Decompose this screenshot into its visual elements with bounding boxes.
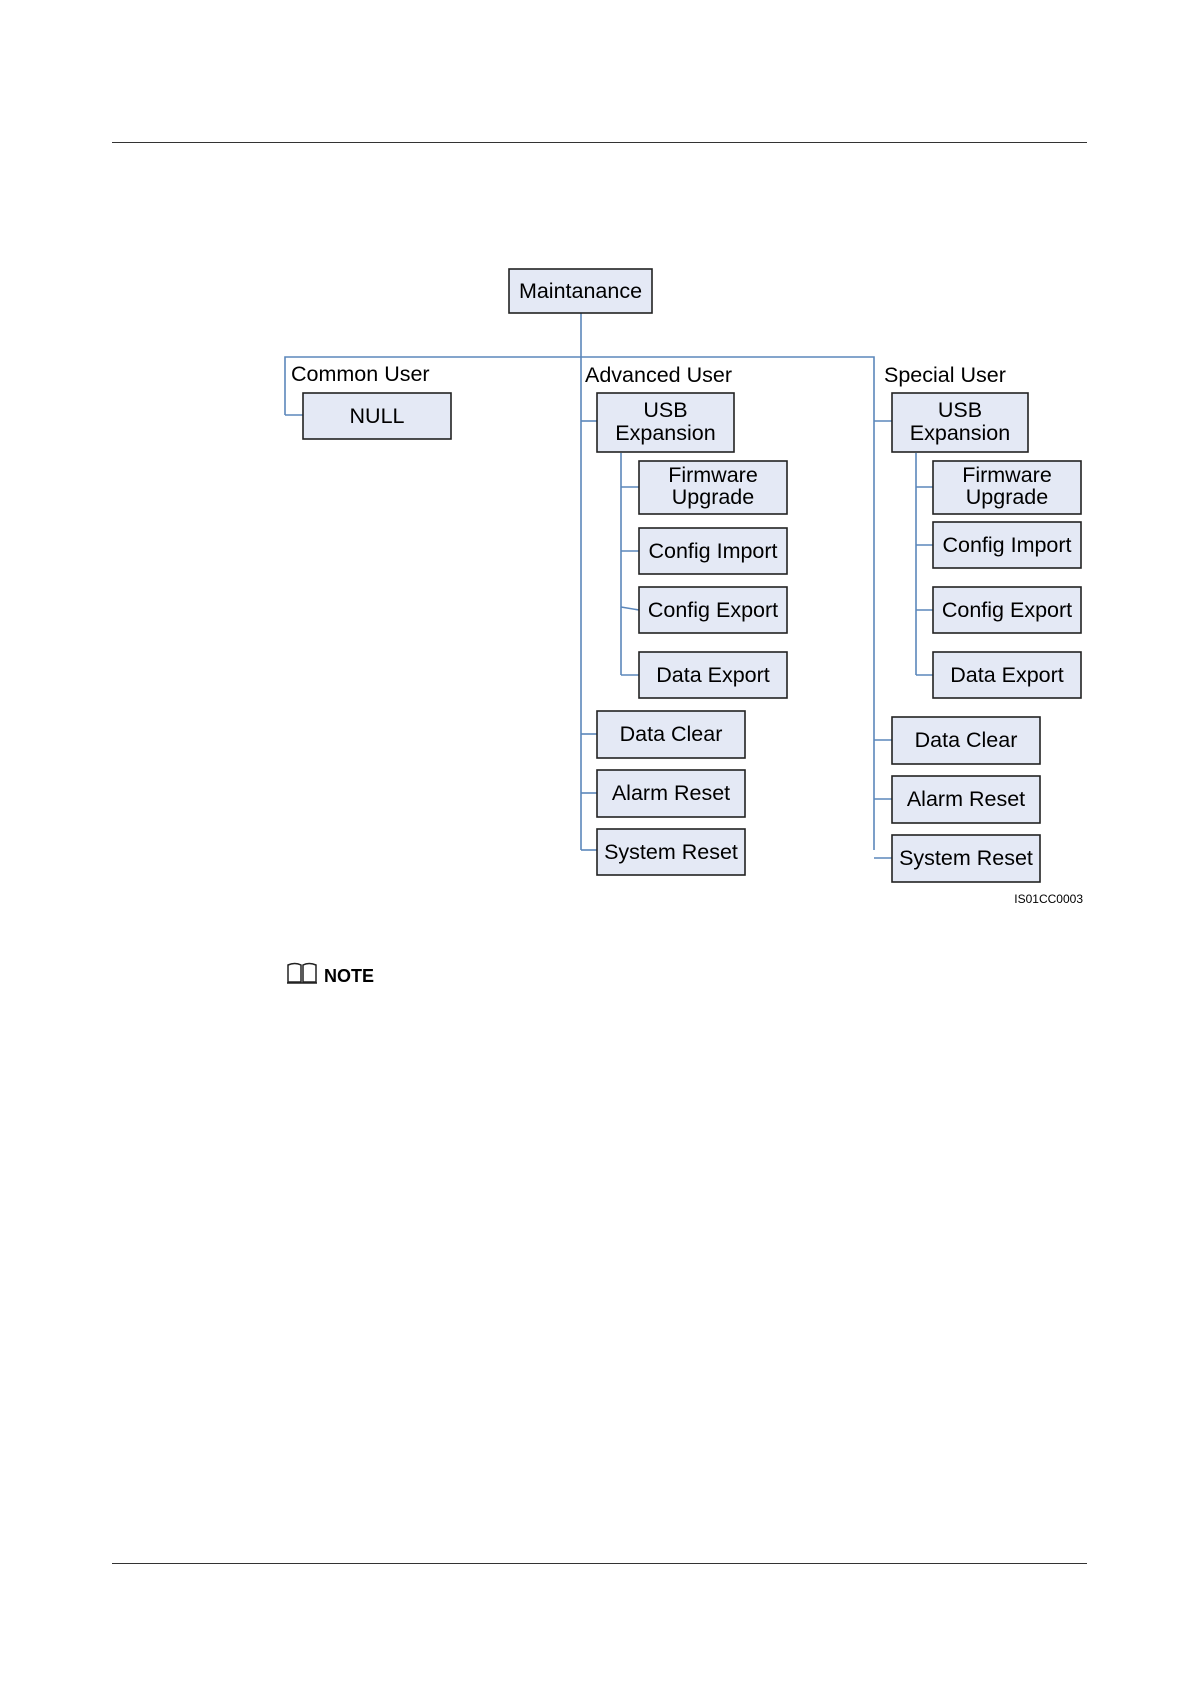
node-maintanance-label: Maintanance [519, 279, 642, 303]
node-spc-system-reset-label: System Reset [899, 846, 1033, 870]
node-adv-data-export: Data Export [639, 652, 787, 698]
node-adv-fw-line2: Upgrade [672, 485, 754, 509]
node-adv-usb-line1: USB [643, 398, 687, 422]
node-spc-data-export: Data Export [933, 652, 1081, 698]
node-spc-config-export-label: Config Export [942, 598, 1072, 622]
book-icon [286, 961, 318, 985]
node-spc-data-clear: Data Clear [892, 717, 1040, 764]
node-adv-data-clear-label: Data Clear [620, 722, 723, 746]
node-adv-alarm-reset: Alarm Reset [597, 770, 745, 817]
node-adv-data-export-label: Data Export [656, 663, 770, 687]
node-adv-system-reset: System Reset [597, 829, 745, 875]
node-adv-system-reset-label: System Reset [604, 840, 738, 864]
node-spc-fw-line1: Firmware [962, 463, 1052, 487]
note-label: NOTE [324, 967, 374, 985]
node-spc-usb-expansion: USB Expansion [892, 393, 1028, 452]
maintenance-menu-tree-diagram: Maintanance Common User Advanced User Sp… [0, 0, 1191, 920]
node-adv-config-export-label: Config Export [648, 598, 778, 622]
node-adv-config-import-label: Config Import [648, 539, 777, 563]
node-spc-alarm-reset-label: Alarm Reset [907, 787, 1025, 811]
node-adv-usb-expansion: USB Expansion [597, 393, 734, 452]
node-spc-usb-line2: Expansion [910, 421, 1010, 445]
note-heading: NOTE [286, 961, 374, 985]
node-adv-data-clear: Data Clear [597, 711, 745, 758]
node-spc-config-import: Config Import [933, 522, 1081, 568]
node-spc-alarm-reset: Alarm Reset [892, 776, 1040, 823]
node-spc-fw-line2: Upgrade [966, 485, 1048, 509]
footer-rule [112, 1563, 1087, 1564]
group-label-special-user: Special User [884, 363, 1006, 387]
node-adv-config-import: Config Import [639, 528, 787, 574]
node-maintanance: Maintanance [509, 269, 652, 313]
node-adv-usb-line2: Expansion [615, 421, 715, 445]
group-label-common-user: Common User [291, 362, 430, 386]
node-spc-data-clear-label: Data Clear [915, 728, 1018, 752]
node-spc-usb-line1: USB [938, 398, 982, 422]
node-spc-config-import-label: Config Import [942, 533, 1071, 557]
node-spc-data-export-label: Data Export [950, 663, 1064, 687]
node-adv-config-export: Config Export [639, 587, 787, 633]
node-adv-alarm-reset-label: Alarm Reset [612, 781, 730, 805]
node-adv-firmware-upgrade: Firmware Upgrade [639, 461, 787, 514]
node-spc-system-reset: System Reset [892, 835, 1040, 882]
node-spc-config-export: Config Export [933, 587, 1081, 633]
node-spc-firmware-upgrade: Firmware Upgrade [933, 461, 1081, 514]
figure-id: IS01CC0003 [1014, 892, 1083, 906]
group-label-advanced-user: Advanced User [585, 363, 732, 387]
node-adv-fw-line1: Firmware [668, 463, 758, 487]
adv-cexp-branch [621, 607, 639, 610]
node-common-null: NULL [303, 393, 451, 439]
node-common-null-label: NULL [350, 404, 405, 428]
